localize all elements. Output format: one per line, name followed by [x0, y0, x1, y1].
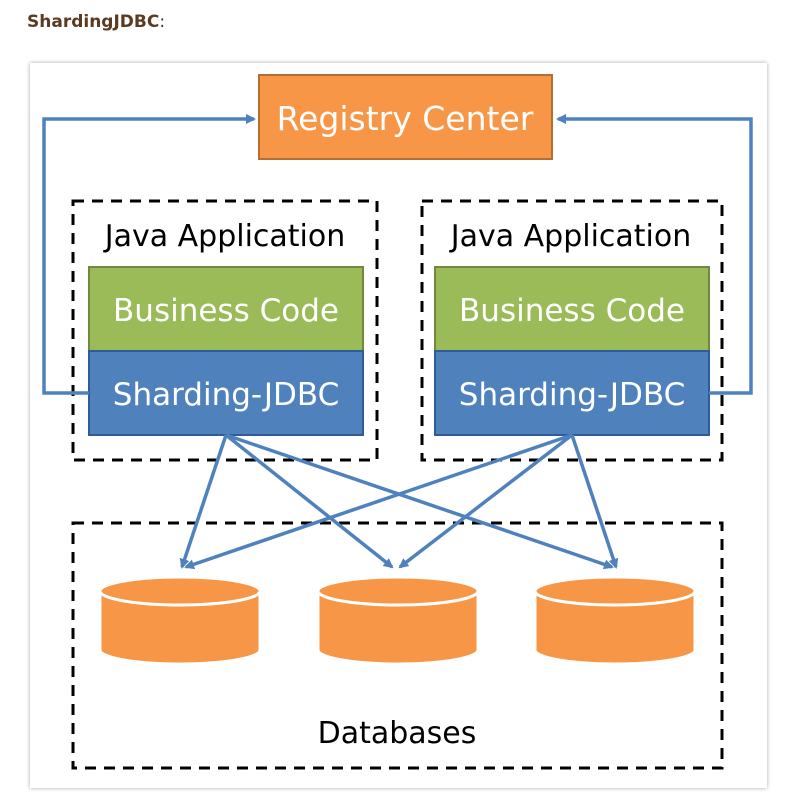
arrow-left-to-db3 — [225, 433, 614, 570]
java-application-left-title: Java Application — [103, 219, 346, 254]
databases-border — [71, 521, 724, 770]
java-application-right-border — [420, 199, 724, 462]
java-application-right: Java Application Business Code Sharding-… — [420, 199, 724, 462]
arrow-right-to-db2 — [398, 433, 574, 569]
arrow-left-to-db1 — [179, 434, 228, 569]
registry-center: Registry Center — [258, 74, 553, 160]
java-application-right-title: Java Application — [449, 219, 692, 254]
registry-center-label: Registry Center — [277, 99, 534, 138]
architecture-diagram: Registry Center Java Application Busines… — [42, 74, 753, 770]
sharding-jdbc-right-label: Sharding-JDBC — [459, 377, 685, 413]
arrow-right-to-db3 — [570, 434, 619, 569]
database-cylinder-1 — [98, 575, 262, 666]
registry-center-box — [258, 74, 553, 160]
database-cylinder-3 — [533, 575, 697, 666]
business-code-right-box — [434, 266, 710, 352]
databases-label: Databases — [318, 716, 477, 751]
business-code-right-label: Business Code — [459, 293, 685, 329]
heading-title: ShardingJDBC — [27, 12, 160, 32]
sharding-jdbc-left-label: Sharding-JDBC — [113, 377, 339, 413]
page-heading: ShardingJDBC: — [27, 12, 165, 32]
java-application-left-border — [71, 199, 379, 462]
databases-group: Databases — [71, 521, 724, 770]
arrow-left-to-db2 — [224, 433, 394, 569]
business-code-left-label: Business Code — [113, 293, 339, 329]
registry-arrow-right — [556, 114, 753, 395]
business-code-left-box — [88, 266, 364, 352]
registry-arrow-left — [42, 114, 256, 395]
architecture-figure: Registry Center Java Application Busines… — [30, 63, 767, 788]
arrow-right-to-db1 — [184, 433, 573, 570]
database-cylinder-2 — [316, 575, 480, 666]
java-application-left: Java Application Business Code Sharding-… — [71, 199, 379, 462]
heading-colon: : — [159, 12, 166, 32]
